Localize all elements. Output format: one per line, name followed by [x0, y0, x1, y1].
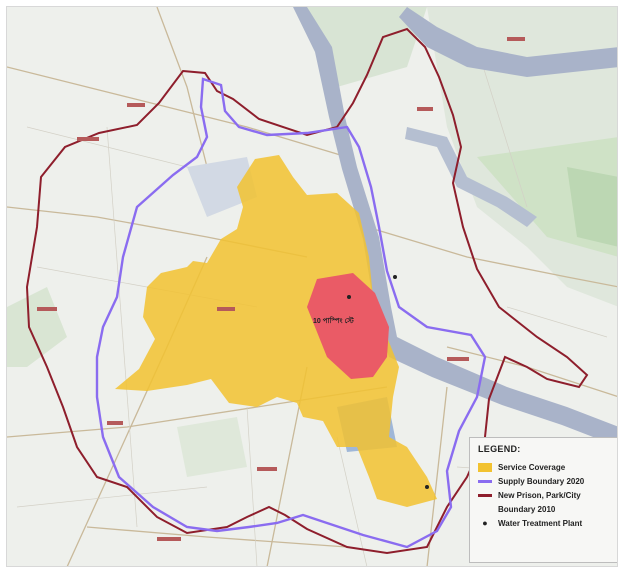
- map-canvas[interactable]: 10 পাস্পিং স্টে LEGEND: Service Coverage…: [6, 6, 618, 567]
- city-boundary-2010: [25, 27, 589, 555]
- service-coverage-area: [115, 155, 437, 507]
- terrain-layer: [7, 7, 617, 566]
- legend-title: LEGEND:: [478, 444, 521, 454]
- map-legend: LEGEND: Service Coverage Supply Boundary…: [469, 437, 617, 563]
- river: [293, 7, 617, 447]
- river-east: [405, 127, 537, 227]
- legend-label: Water Treatment Plant: [498, 518, 583, 528]
- core-service-zone: [307, 273, 389, 379]
- legend-item-city-boundary: New Prison, Park/City: [478, 488, 612, 502]
- legend-label: Supply Boundary 2020: [498, 476, 585, 486]
- legend-swatch: [478, 493, 492, 497]
- core-zone-label: 10 পাস্পিং স্টে: [313, 318, 354, 325]
- legend-label: New Prison, Park/City: [498, 490, 581, 500]
- river-north: [399, 7, 617, 77]
- legend-item-supply-boundary: Supply Boundary 2020: [478, 474, 612, 488]
- wetland: [187, 157, 257, 217]
- supply-boundary-2020: [95, 77, 487, 549]
- legend-label: Service Coverage: [498, 462, 566, 472]
- legend-item-city-boundary-cont: Boundary 2010: [478, 502, 612, 516]
- legend-item-treatment-plant: ● Water Treatment Plant: [478, 516, 612, 530]
- legend-item-service-coverage: Service Coverage: [478, 460, 612, 474]
- water-treatment-plants: [347, 275, 429, 489]
- place-marks: [37, 37, 525, 541]
- legend-swatch: [478, 479, 492, 483]
- legend-swatch: [478, 462, 492, 472]
- road-network: [7, 7, 617, 566]
- map-image: [7, 7, 617, 566]
- dot-icon: ●: [482, 518, 488, 528]
- legend-label: Boundary 2010: [498, 504, 556, 514]
